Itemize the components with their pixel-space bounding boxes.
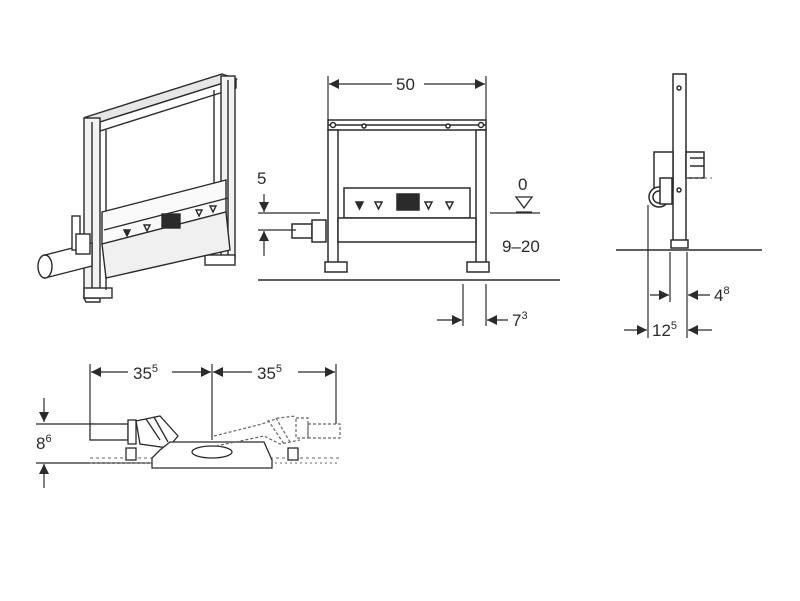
dim-plan-left-35-5: 355 <box>133 363 158 383</box>
dim-depth-7-3: 73 <box>512 310 528 330</box>
isometric-frame-view <box>37 73 239 303</box>
label-level-zero: 0 <box>518 175 527 194</box>
side-elevation-view: 48 125 <box>616 73 762 340</box>
label-range-9-20: 9–20 <box>502 237 540 256</box>
dim-height-5: 5 <box>257 169 266 188</box>
dim-width-50: 50 <box>396 75 415 94</box>
dim-side-12-5: 125 <box>652 320 677 340</box>
dim-plan-height-8-6: 86 <box>36 433 52 453</box>
level-marker-icon <box>514 196 534 210</box>
dim-side-4-8: 48 <box>714 285 730 305</box>
plan-view: 355 355 86 <box>36 363 341 488</box>
front-elevation-view: 50 5 0 9–20 73 <box>257 75 560 330</box>
dim-plan-right-35-5: 355 <box>257 363 282 383</box>
